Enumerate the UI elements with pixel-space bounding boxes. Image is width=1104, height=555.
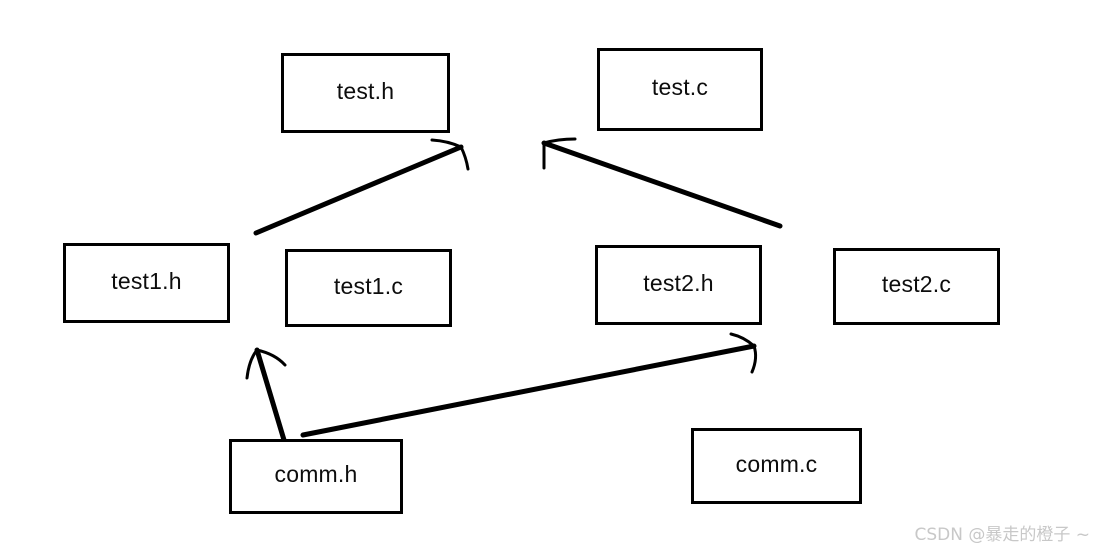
arrow-shaft (541, 140, 783, 229)
node-comm-c[interactable]: comm.c (691, 428, 862, 504)
arrow-commh-to-test2h (300, 332, 758, 438)
arrowhead-barb-left (729, 332, 756, 348)
arrow-test1h-to-testh (253, 138, 470, 236)
node-label: comm.h (274, 461, 358, 487)
node-test1-c[interactable]: test1.c (285, 249, 452, 327)
arrowhead-barb-left (245, 348, 259, 380)
node-label: test1.h (111, 267, 182, 294)
arrow-shaft (254, 347, 287, 443)
arrowhead-barb-down (750, 344, 758, 374)
arrowhead-barb-left (430, 138, 463, 149)
arrow-commh-to-test1h (245, 347, 287, 443)
arrowhead-barb-right (255, 348, 287, 367)
arrowhead-barb-right (459, 145, 470, 171)
arrow-shaft (300, 343, 757, 438)
node-test1-h[interactable]: test1.h (63, 243, 230, 323)
node-test2-c[interactable]: test2.c (833, 248, 1000, 325)
node-test-h[interactable]: test.h (281, 53, 450, 133)
node-comm-h[interactable]: comm.h (229, 439, 403, 514)
node-label: test2.c (881, 271, 952, 297)
node-test2-h[interactable]: test2.h (595, 245, 762, 325)
node-label: test.h (336, 77, 395, 104)
node-label: test.c (651, 74, 709, 100)
arrowhead-barb-right (542, 137, 577, 145)
watermark: CSDN @暴走的橙子 ~ (914, 525, 1090, 545)
arrow-shaft (253, 144, 464, 236)
node-label: comm.c (735, 450, 818, 477)
node-label: test1.c (333, 272, 404, 299)
node-label: test2.h (643, 269, 714, 296)
node-test-c[interactable]: test.c (597, 48, 763, 131)
arrow-test2h-to-testc (541, 137, 783, 229)
